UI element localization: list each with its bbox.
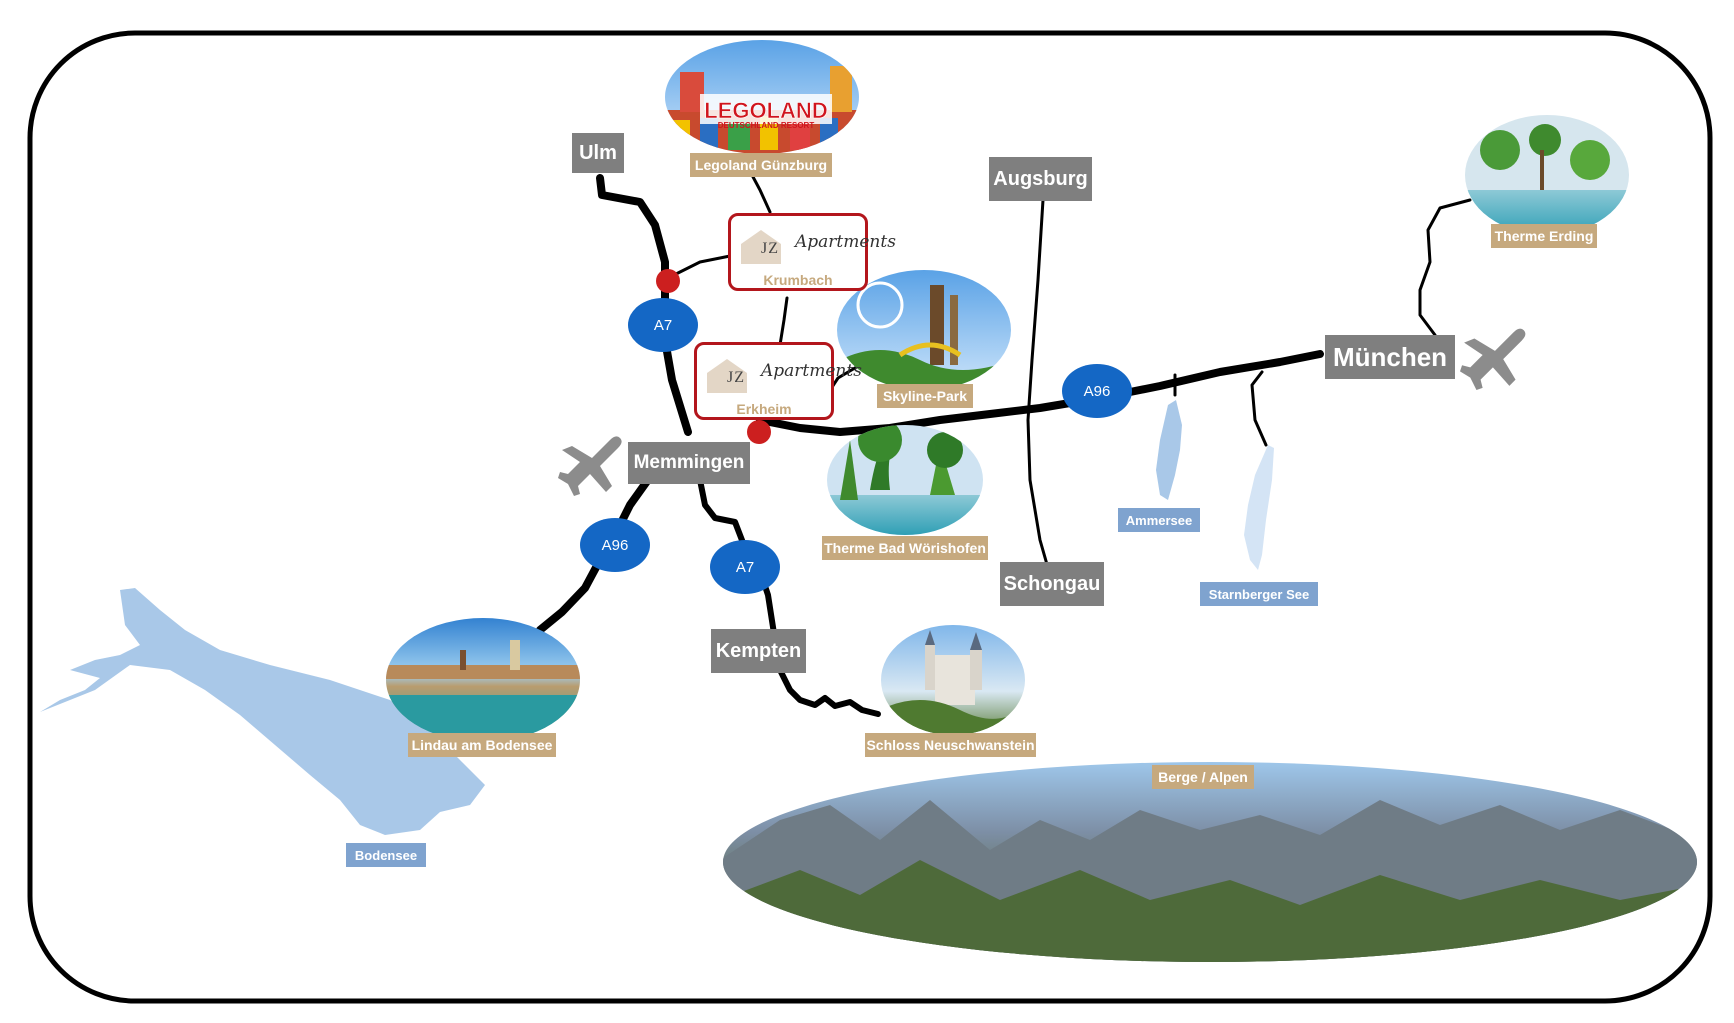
brand-initials: JZ [761, 240, 779, 257]
label-neuschwanstein: Schloss Neuschwanstein [865, 733, 1036, 757]
map-frame [27, 30, 1713, 1004]
legoland-logo-sub: DEUTSCHLAND RESORT [718, 121, 815, 130]
label-woerishofen: Therme Bad Wörishofen [822, 536, 988, 560]
alpen-image [723, 762, 1697, 962]
airplane-icon [558, 436, 622, 496]
apartment-town-krumbach: Krumbach [763, 272, 833, 288]
city-muenchen: München [1325, 335, 1455, 379]
road-erding [1418, 198, 1472, 337]
woerishofen-image [827, 425, 983, 535]
apartment-erkheim[interactable]: JZ Apartments Erkheim [694, 342, 862, 420]
legoland-logo-text: LEGOLAND [704, 98, 827, 123]
label-bodensee: Bodensee [346, 843, 426, 867]
neuschwanstein-image [881, 625, 1025, 735]
road-legoland [750, 173, 772, 214]
bodensee-shape [40, 588, 485, 835]
junction-dot-krumbach [656, 269, 680, 293]
brand-script: Apartments [761, 361, 862, 381]
highway-badge-a96-east: A96 [1062, 364, 1132, 418]
label-erding: Therme Erding [1491, 224, 1597, 248]
highway-badge-a7-north: A7 [628, 298, 698, 352]
apartment-town-erkheim: Erkheim [736, 401, 792, 417]
city-kempten: Kempten [711, 629, 806, 673]
label-lindau: Lindau am Bodensee [408, 733, 556, 757]
airplane-icon [1460, 328, 1526, 390]
apartment-krumbach[interactable]: JZ Apartments Krumbach [728, 213, 896, 291]
brand-script: Apartments [795, 232, 896, 252]
road-krumbach-erkheim [778, 296, 789, 347]
legoland-image: LEGOLAND DEUTSCHLAND RESORT [665, 40, 859, 154]
ammersee-shape [1156, 400, 1182, 500]
erding-image [1465, 115, 1629, 235]
road-starnberg [1250, 370, 1268, 447]
road-kempten-neuschwanstein [777, 667, 881, 717]
road-ulm-memmingen [596, 174, 692, 436]
brand-initials: JZ [727, 369, 745, 386]
road-memmingen-kempten [697, 477, 778, 643]
starnberger-shape [1244, 445, 1274, 570]
label-skyline-park: Skyline-Park [877, 384, 973, 408]
road-augsburg-schongau [1026, 198, 1052, 577]
junction-dot-erkheim [747, 420, 771, 444]
label-starnberger-see: Starnberger See [1200, 582, 1318, 606]
label-legoland: Legoland Günzburg [690, 153, 832, 177]
house-icon [707, 359, 747, 393]
highway-badge-a96-west: A96 [580, 518, 650, 572]
road-krumbach [666, 254, 732, 280]
city-schongau: Schongau [1000, 562, 1104, 606]
highway-badge-a7-south: A7 [710, 540, 780, 594]
road-erkheim-muenchen [756, 350, 1324, 436]
city-ulm: Ulm [572, 133, 624, 173]
city-memmingen: Memmingen [628, 442, 750, 484]
city-augsburg: Augsburg [989, 157, 1092, 201]
house-icon [741, 230, 781, 264]
label-ammersee: Ammersee [1118, 508, 1200, 532]
label-alpen: Berge / Alpen [1152, 765, 1254, 789]
